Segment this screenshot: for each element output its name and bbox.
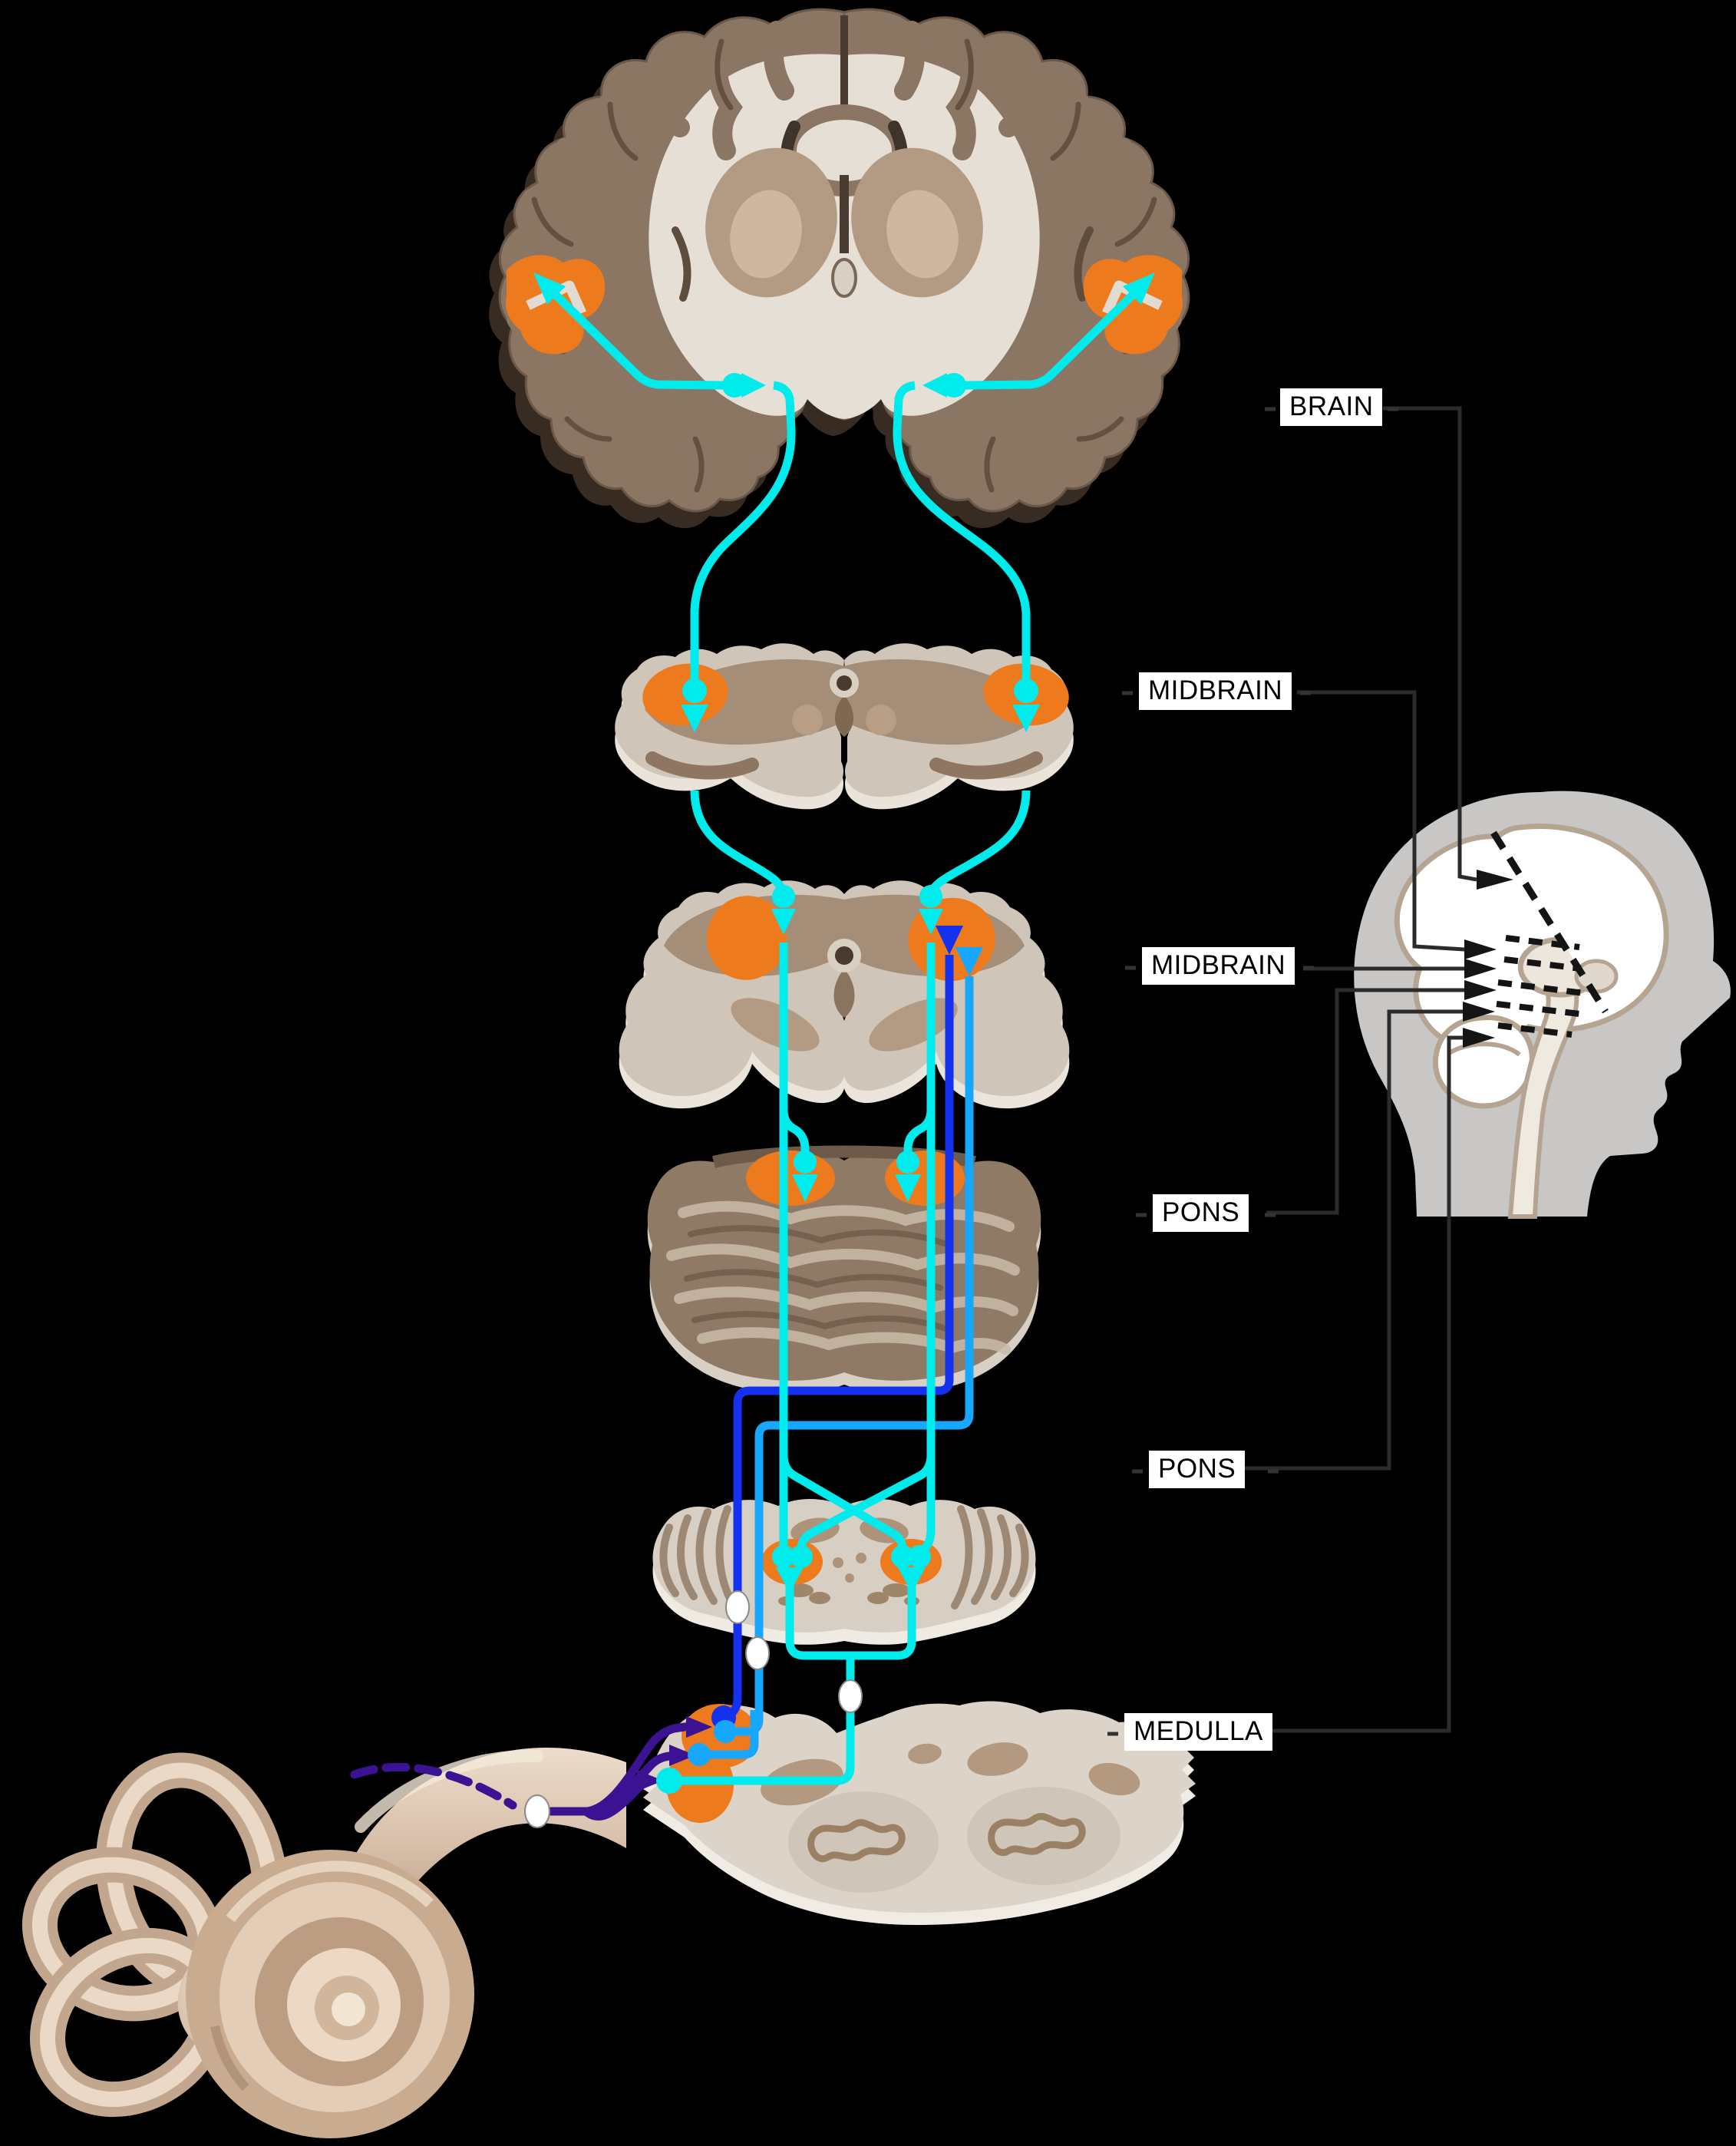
inset-cerebellum xyxy=(1433,1015,1535,1109)
auditory-cortex-right xyxy=(1083,255,1183,355)
nerve-dashed-segment xyxy=(350,1763,517,1810)
synapse-dot-icon xyxy=(891,1545,914,1568)
label-brain: BRAIN xyxy=(1280,388,1383,426)
pathway-sky-blue xyxy=(688,947,983,1766)
synapse-dot-icon xyxy=(682,678,707,703)
synapse-dot-icon xyxy=(942,373,966,398)
inferior-olive-left xyxy=(788,1791,939,1893)
auditory-cortex-left xyxy=(505,255,606,355)
section-arrow-icon xyxy=(1463,1028,1495,1048)
synapse-arrow-icon xyxy=(637,1770,663,1791)
synapse-arrow-icon xyxy=(681,705,708,732)
midbrain-lower-section xyxy=(619,880,1070,1109)
cut-lines-brainstem xyxy=(1496,935,1585,1038)
synapse-dot-icon xyxy=(908,1545,931,1568)
label-pons-lower: PONS xyxy=(1149,1451,1246,1488)
relay-nodes xyxy=(725,1590,863,1713)
synapse-arrow-icon xyxy=(922,373,947,398)
synapse-arrow-icon xyxy=(919,909,943,935)
synapse-dot-icon xyxy=(1014,678,1038,703)
section-arrow-icon xyxy=(1464,980,1497,1000)
synapse-arrow-icon xyxy=(741,373,766,398)
brain-section xyxy=(489,8,1190,529)
synapse-arrow-icon xyxy=(955,947,983,976)
synapse-arrow-icon xyxy=(792,1174,818,1202)
synapse-arrow-icon xyxy=(686,1716,712,1738)
synapse-dot-icon xyxy=(688,1743,711,1766)
synapse-dot-icon xyxy=(790,1545,813,1568)
cut-line-brain xyxy=(1490,830,1609,1014)
cochlear-spiral xyxy=(186,1850,474,2138)
label-leader-lines xyxy=(1228,406,1477,1733)
label-midbrain-lower: MIDBRAIN xyxy=(1142,947,1295,985)
label-pons-upper: PONS xyxy=(1153,1194,1249,1232)
synapse-arrow-icon xyxy=(533,272,566,305)
section-level-arrows xyxy=(1463,870,1513,1048)
section-arrow-icon xyxy=(1463,1002,1495,1022)
section-arrow-icon xyxy=(1464,959,1497,979)
head-inset xyxy=(1228,406,1731,1733)
synapse-dot-icon xyxy=(772,1545,795,1568)
synapse-dot-icon xyxy=(656,1768,682,1794)
synapse-arrow-icon xyxy=(776,1567,804,1593)
cochlea xyxy=(21,1752,474,2138)
node-ellipse-icon xyxy=(838,1679,863,1713)
synapse-arrow-icon xyxy=(936,926,963,955)
pons-upper-section xyxy=(647,1145,1041,1393)
node-ellipse-icon xyxy=(725,1590,750,1624)
nerve-terminals xyxy=(637,1716,712,1791)
synapse-dot-icon xyxy=(722,373,747,398)
section-arrow-icon xyxy=(1477,870,1513,890)
label-midbrain-upper: MIDBRAIN xyxy=(1139,672,1292,710)
synapse-arrow-icon xyxy=(669,1745,695,1766)
synapse-dot-icon xyxy=(794,1151,817,1174)
synapse-dot-icon xyxy=(772,885,795,908)
synapse-arrow-icon xyxy=(1012,705,1040,732)
midbrain-upper-section xyxy=(615,643,1074,810)
section-arrow-icon xyxy=(1464,939,1497,959)
synapse-dot-icon xyxy=(714,1720,737,1743)
inset-brainstem xyxy=(1507,966,1579,1219)
node-ellipse-icon xyxy=(524,1794,550,1828)
synapse-arrow-icon xyxy=(898,1567,926,1593)
label-ticks xyxy=(1107,407,1398,1736)
synapse-dot-icon xyxy=(896,1151,919,1174)
auditory-nerve-trunk xyxy=(322,1747,626,1965)
cyan-terminals xyxy=(533,272,1155,1794)
synapse-arrow-icon xyxy=(771,909,796,935)
pons-lower-section xyxy=(652,1499,1036,1645)
pathway-cyan xyxy=(553,292,1135,1785)
node-ellipse-icon xyxy=(745,1636,770,1670)
synapse-arrow-icon xyxy=(895,1174,921,1202)
label-medulla: MEDULLA xyxy=(1124,1713,1272,1751)
inferior-olive-right xyxy=(967,1787,1120,1885)
synapse-arrow-icon xyxy=(1123,272,1155,305)
synapse-dot-icon xyxy=(919,885,942,908)
